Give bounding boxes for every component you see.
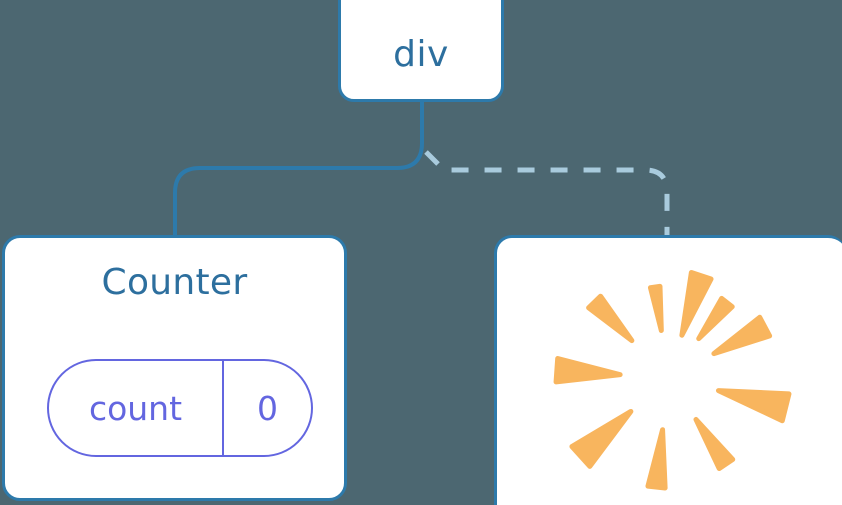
burst-ray-2 [586, 293, 635, 344]
state-pill-key: count [49, 361, 224, 455]
burst-ray-6 [693, 416, 736, 472]
burst-ray-3 [553, 356, 623, 385]
edge-div-to-counter [173, 101, 424, 237]
burst-ray-7 [715, 388, 792, 424]
burst-ray-1 [647, 283, 664, 333]
burst-ray-9 [696, 295, 735, 342]
node-div-label: div [393, 34, 449, 75]
node-counter[interactable]: Counter count 0 [2, 235, 347, 501]
burst-ray-8 [711, 314, 773, 357]
burst-sparkle-icon [553, 270, 792, 491]
node-burst[interactable] [494, 235, 842, 505]
state-pill-count[interactable]: count 0 [47, 359, 313, 457]
burst-ray-5 [645, 427, 668, 491]
edge-div-to-burst [424, 150, 670, 237]
state-pill-value: 0 [257, 388, 278, 428]
burst-ray-4 [569, 408, 634, 469]
burst-ray-0 [679, 270, 714, 338]
node-counter-label: Counter [101, 262, 248, 303]
node-div[interactable]: div [338, 0, 504, 102]
